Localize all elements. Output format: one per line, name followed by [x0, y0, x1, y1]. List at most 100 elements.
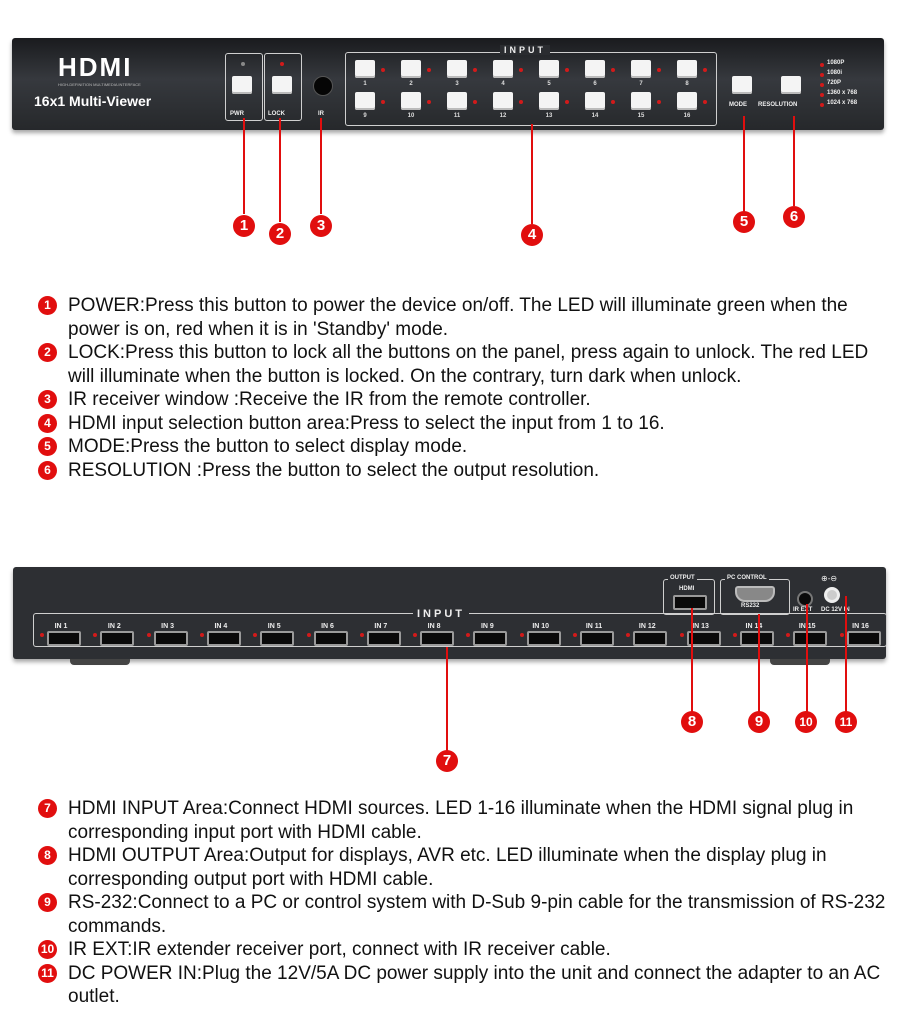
input-button-1[interactable] — [355, 60, 375, 78]
resolution-button[interactable] — [781, 76, 801, 94]
input-button-4[interactable] — [493, 60, 513, 78]
power-button[interactable] — [232, 76, 252, 94]
hdmi-input-port-8[interactable] — [420, 631, 455, 646]
input-button-14[interactable] — [585, 92, 605, 110]
back-input-label-5: IN 5 — [267, 623, 281, 630]
ir-ext-port[interactable] — [797, 591, 813, 607]
legend-number-badge: 10 — [38, 940, 57, 959]
hdmi-input-port-7[interactable] — [366, 631, 401, 646]
legend-text: HDMI input selection button area:Press t… — [68, 412, 665, 434]
legend-number-badge: 8 — [38, 846, 57, 865]
hdmi-input-port-11[interactable] — [580, 631, 614, 646]
lock-label: LOCK — [268, 111, 285, 117]
input-number-5: 5 — [547, 81, 551, 87]
input-number-3: 3 — [455, 81, 459, 87]
ir-window — [313, 76, 333, 96]
lock-led — [280, 62, 284, 66]
callout-6: 6 — [783, 206, 805, 228]
input-led-15 — [657, 100, 661, 104]
input-led-16 — [703, 100, 707, 104]
input-button-13[interactable] — [539, 92, 559, 110]
input-button-7[interactable] — [631, 60, 651, 78]
back-input-led-12 — [626, 633, 631, 637]
back-input-label-3: IN 3 — [161, 623, 175, 630]
back-input-label-7: IN 7 — [374, 623, 388, 630]
hdmi-input-port-9[interactable] — [473, 631, 508, 646]
input-led-6 — [611, 68, 615, 72]
hdmi-input-port-15[interactable] — [793, 631, 828, 646]
hdmi-input-port-6[interactable] — [313, 631, 348, 646]
input-button-9[interactable] — [355, 92, 375, 110]
hdmi-input-port-5[interactable] — [260, 631, 295, 646]
input-led-9 — [381, 100, 385, 104]
hdmi-input-port-16[interactable] — [846, 631, 881, 646]
lock-button[interactable] — [272, 76, 292, 94]
back-input-label-8: IN 8 — [427, 623, 441, 630]
mode-label: MODE — [729, 102, 747, 108]
hdmi-input-port-10[interactable] — [526, 631, 561, 646]
input-button-16[interactable] — [677, 92, 697, 110]
resolution-option-4: 1360 x 768 — [827, 90, 858, 96]
back-input-led-3 — [146, 633, 151, 637]
legend-number-badge: 11 — [38, 963, 57, 983]
input-led-4 — [519, 68, 523, 72]
back-input-led-15 — [786, 633, 791, 637]
resolution-option-1: 1080P — [827, 60, 845, 66]
input-led-11 — [473, 100, 477, 104]
input-button-5[interactable] — [539, 60, 559, 78]
back-input-label-9: IN 9 — [480, 623, 494, 630]
hdmi-input-port-12[interactable] — [633, 631, 668, 646]
input-led-13 — [565, 100, 569, 104]
input-led-7 — [657, 68, 661, 72]
hdmi-input-port-1[interactable] — [47, 631, 81, 646]
pc-control-title: PC CONTROL — [725, 575, 769, 581]
legend-text: RS-232:Connect to a PC or control system… — [68, 892, 886, 937]
back-input-label-10: IN 10 — [532, 623, 550, 630]
input-button-11[interactable] — [447, 92, 467, 110]
input-button-10[interactable] — [401, 92, 421, 110]
callout-line-6 — [793, 116, 795, 206]
back-input-label-2: IN 2 — [107, 623, 121, 630]
resolution-led-1 — [820, 63, 824, 67]
brand-logo: HDMI — [58, 52, 133, 82]
hdmi-input-port-13[interactable] — [686, 631, 721, 646]
resolution-option-2: 1080i — [827, 70, 843, 76]
rs232-label: RS232 — [741, 603, 760, 609]
input-led-2 — [427, 68, 431, 72]
input-button-2[interactable] — [401, 60, 421, 78]
callout-10: 10 — [795, 711, 817, 733]
input-button-12[interactable] — [493, 92, 513, 110]
legend-text: IR receiver window :Receive the IR from … — [68, 389, 591, 410]
hdmi-input-port-4[interactable] — [206, 631, 241, 646]
input-number-9: 9 — [363, 113, 367, 119]
back-input-led-2 — [93, 633, 98, 637]
hdmi-output-port[interactable] — [673, 595, 707, 610]
back-input-label-16: IN 16 — [852, 623, 869, 630]
input-button-15[interactable] — [631, 92, 651, 110]
input-button-3[interactable] — [447, 60, 467, 78]
dc-power-jack[interactable] — [824, 587, 840, 603]
back-input-label-12: IN 12 — [638, 623, 656, 630]
input-button-6[interactable] — [585, 60, 605, 78]
back-input-led-11 — [573, 633, 577, 637]
hdmi-input-port-2[interactable] — [100, 631, 135, 646]
hdmi-input-port-3[interactable] — [153, 631, 188, 646]
back-input-led-13 — [679, 633, 684, 637]
back-input-led-1 — [40, 633, 44, 637]
legend-number-badge: 3 — [38, 390, 57, 409]
mode-button[interactable] — [732, 76, 752, 94]
back-input-label-6: IN 6 — [321, 623, 334, 630]
legend-text: MODE:Press the button to select display … — [68, 436, 468, 457]
rs232-port[interactable] — [735, 586, 775, 602]
hdmi-input-port-14[interactable] — [739, 631, 774, 646]
input-button-8[interactable] — [677, 60, 697, 78]
legend-number-badge: 1 — [38, 296, 57, 315]
ir-ext-label: IR EXT — [793, 607, 813, 613]
callout-line-1 — [243, 118, 245, 214]
